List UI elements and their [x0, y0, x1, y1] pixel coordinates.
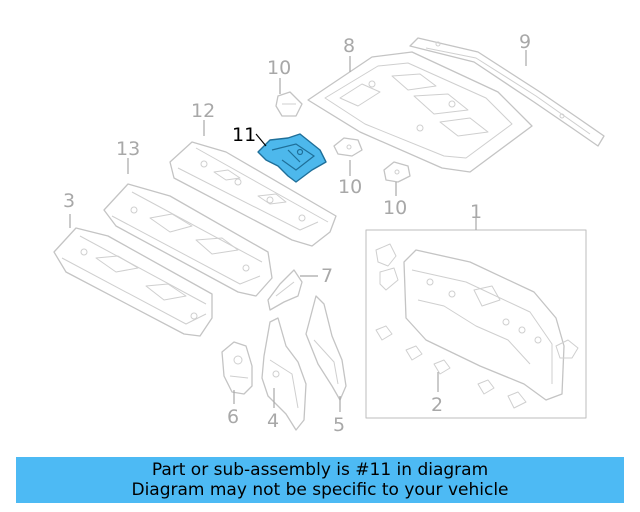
banner-line-disclaimer: Diagram may not be specific to your vehi… — [131, 480, 509, 500]
banner-line-part: Part or sub-assembly is #11 in diagram — [151, 460, 489, 480]
part-3-cross-member — [53, 227, 213, 337]
callout-9: 9 — [519, 31, 531, 53]
part-7-bracket — [267, 269, 303, 311]
callout-7: 7 — [321, 265, 333, 287]
part-9-rail — [409, 37, 605, 147]
part-2-clips — [375, 325, 527, 409]
part-10-bracket-a — [275, 91, 303, 117]
callout-11: 11 — [232, 124, 256, 146]
callout-3: 3 — [63, 190, 75, 212]
part-8-rear-shelf — [307, 51, 533, 173]
part-10-bracket-c — [383, 161, 411, 183]
part-1-back-panel — [365, 229, 587, 419]
part-6-bracket — [221, 341, 253, 395]
part-13-cross-member — [103, 183, 273, 297]
part-10-bracket-b — [333, 137, 363, 157]
callout-1: 1 — [470, 201, 482, 223]
part-4-pillar — [261, 317, 307, 431]
callout-13: 13 — [116, 138, 140, 160]
callout-6: 6 — [227, 406, 239, 428]
callout-12: 12 — [191, 100, 215, 122]
parts-diagram: 1 2 3 4 5 6 7 8 9 10 10 10 11 12 13 — [53, 31, 605, 436]
leader-lines — [69, 50, 527, 412]
callout-10-middle: 10 — [338, 176, 362, 198]
callout-8: 8 — [343, 35, 355, 57]
callouts: 1 2 3 4 5 6 7 8 9 10 10 10 11 12 13 — [63, 31, 531, 436]
callout-5: 5 — [333, 414, 345, 436]
part-11-highlighted-bracket — [257, 133, 327, 183]
callout-2: 2 — [431, 394, 443, 416]
part-5-pillar — [305, 295, 347, 401]
part-12-cross-member — [169, 141, 337, 247]
callout-10-bottom: 10 — [383, 197, 407, 219]
info-banner: Part or sub-assembly is #11 in diagram D… — [16, 457, 624, 503]
callout-10-top: 10 — [267, 57, 291, 79]
callout-4: 4 — [267, 410, 279, 432]
